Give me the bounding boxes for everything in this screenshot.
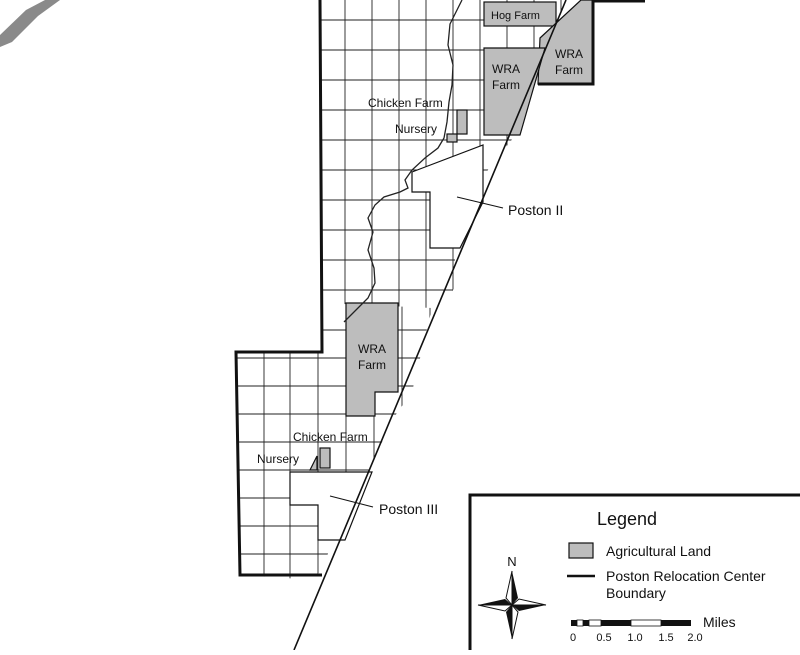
wra-farm-northeast-label-1: WRA	[555, 47, 583, 61]
legend-agricultural-label: Agricultural Land	[606, 543, 711, 559]
poston-ii-label: Poston II	[508, 202, 563, 218]
chicken-farm-south-label: Chicken Farm	[293, 430, 368, 444]
river-canal	[343, 0, 463, 323]
nursery-north-area	[446, 133, 458, 143]
legend-title: Legend	[597, 509, 657, 529]
wra-farm-northeast-label-2: Farm	[555, 63, 583, 77]
chicken-farm-south-area	[319, 447, 331, 469]
scale-bar	[571, 619, 691, 627]
legend-agricultural-swatch	[568, 542, 594, 559]
wra-farm-north-label-1: WRA	[492, 62, 520, 76]
wra-farm-north-label-2: Farm	[492, 78, 520, 92]
legend-box	[468, 493, 800, 655]
poston-iii-camp-outline	[289, 471, 373, 541]
nursery-south-area	[309, 455, 318, 471]
chicken-farm-north-area	[456, 109, 468, 135]
wra-farm-south-label-1: WRA	[358, 342, 386, 356]
legend-boundary-label-1: Poston Relocation Center	[606, 568, 766, 584]
scale-unit-label: Miles	[703, 614, 736, 630]
legend-boundary-label-2: Boundary	[606, 585, 666, 601]
north-arrow-label: N	[507, 554, 516, 569]
scale-tick-1-5: 1.5	[658, 632, 673, 644]
scale-tick-0-5: 0.5	[596, 632, 611, 644]
relocation-center-boundary-north	[538, 0, 595, 86]
wra-farm-south-label-2: Farm	[358, 358, 386, 372]
relocation-center-boundary	[234, 0, 324, 577]
nursery-south-label: Nursery	[257, 452, 299, 466]
north-arrow-icon	[477, 570, 547, 640]
scale-tick-2-0: 2.0	[687, 632, 702, 644]
river-band	[0, 0, 60, 47]
chicken-farm-north-label: Chicken Farm	[368, 96, 443, 110]
legend: Legend Agricultural Land Poston Relocati…	[468, 493, 800, 655]
scale-tick-1-0: 1.0	[627, 632, 642, 644]
poston-ii-camp-outline	[411, 144, 484, 249]
township-grid-south	[235, 303, 432, 580]
diagonal-boundary-line	[293, 0, 567, 651]
poston-iii-leader	[329, 495, 374, 508]
poston-ii-leader	[456, 196, 504, 209]
scale-tick-0: 0	[570, 632, 576, 644]
poston-iii-label: Poston III	[379, 501, 438, 517]
wra-farm-south-area	[345, 302, 399, 417]
hog-farm-label: Hog Farm	[491, 10, 540, 22]
hog-farm-area	[483, 1, 557, 27]
wra-farm-north-area	[483, 47, 546, 136]
nursery-north-label: Nursery	[395, 122, 437, 136]
